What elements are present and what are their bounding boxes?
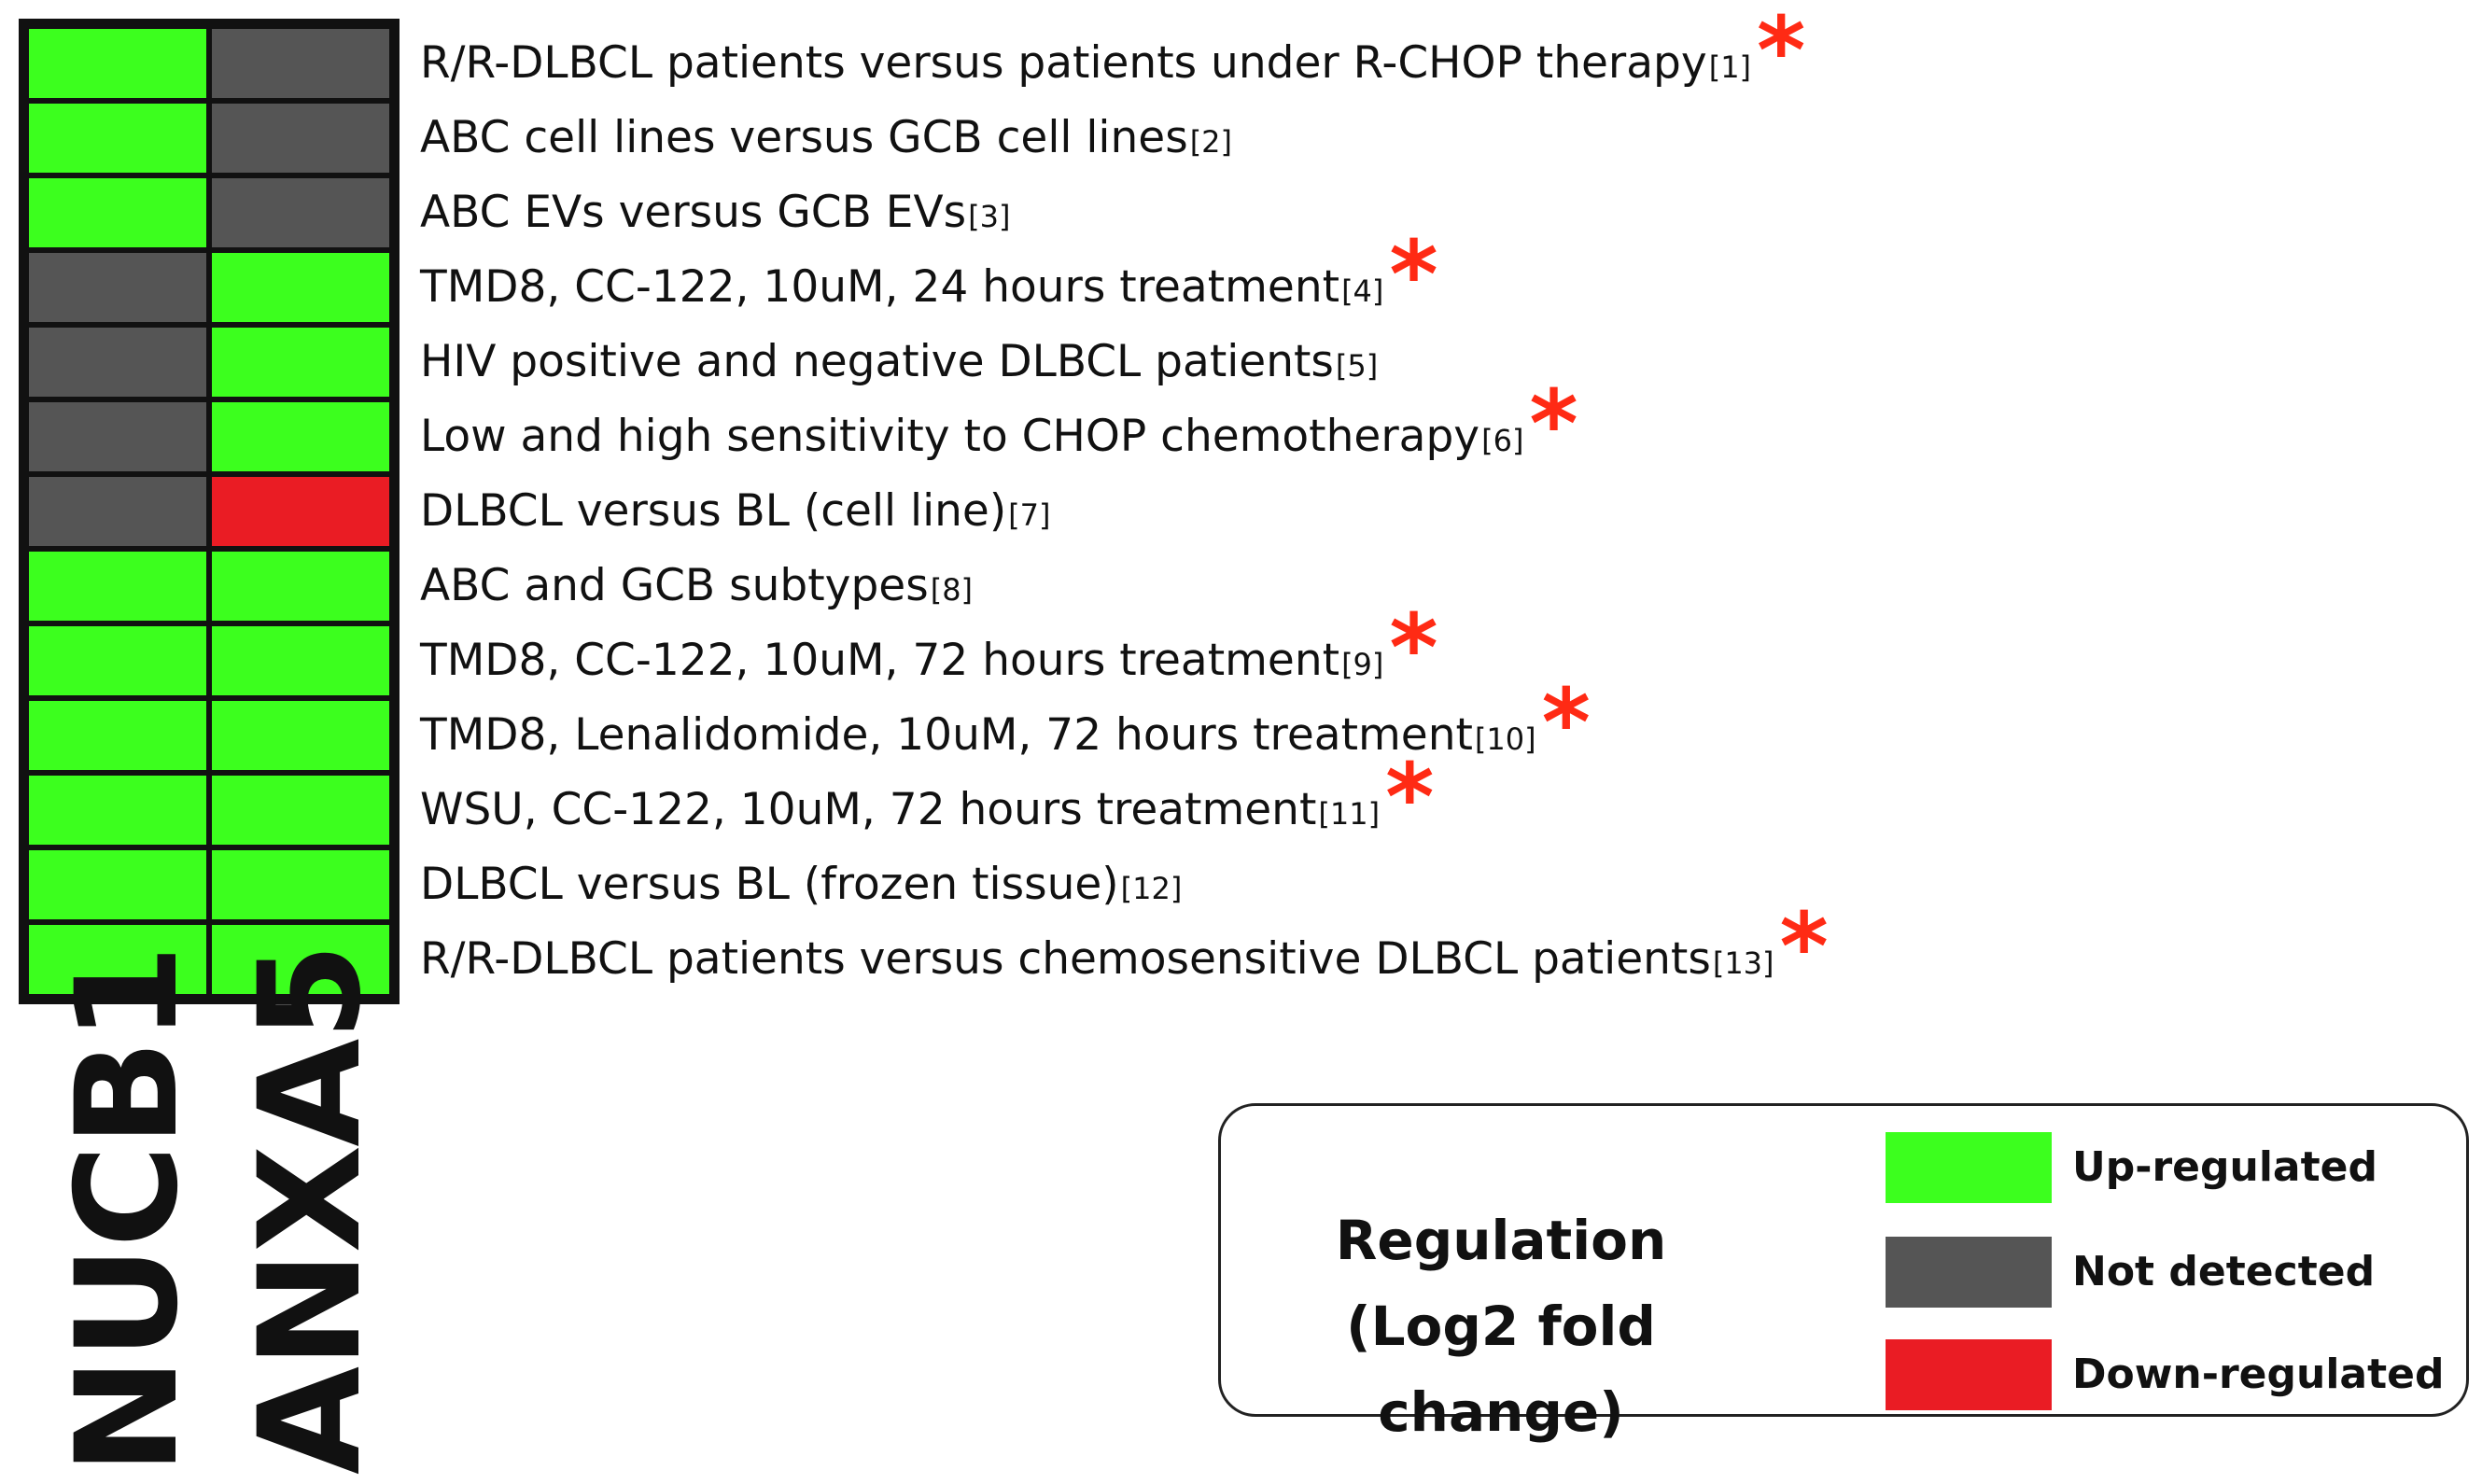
heatmap-cell-nucb1-4 — [29, 253, 206, 322]
condition-label: HIV positive and negative DLBCL patients… — [420, 325, 1378, 399]
legend-title-line1: Regulation — [1335, 1209, 1667, 1272]
condition-text: ABC cell lines versus GCB cell lines — [420, 112, 1188, 163]
condition-text: R/R-DLBCL patients versus patients under… — [420, 37, 1707, 89]
reference-label: [8] — [930, 572, 974, 608]
reference-label: [6] — [1481, 423, 1524, 458]
condition-label: DLBCL versus BL (cell line)[7] — [420, 474, 1051, 549]
significance-star-icon: * — [1541, 668, 1591, 777]
gene-label-nucb1: NUCB1 — [47, 945, 209, 1475]
heatmap-cell-nucb1-8 — [29, 552, 206, 621]
legend-title-line2: (Log2 fold change) — [1346, 1295, 1656, 1444]
heatmap-cell-anxa5-2 — [212, 104, 389, 173]
heatmap-cell-anxa5-3 — [212, 178, 389, 247]
condition-text: Low and high sensitivity to CHOP chemoth… — [420, 411, 1480, 462]
legend-swatch — [1886, 1339, 2052, 1410]
significance-star-icon: * — [1779, 892, 1829, 1001]
heatmap-cell-nucb1-11 — [29, 776, 206, 845]
condition-text: DLBCL versus BL (cell line) — [420, 485, 1007, 537]
significance-star-icon: * — [1389, 220, 1438, 329]
condition-label: TMD8, Lenalidomide, 10uM, 72 hours treat… — [420, 677, 1591, 773]
heatmap-cell-nucb1-5 — [29, 328, 206, 397]
heatmap-cell-nucb1-2 — [29, 104, 206, 173]
reference-label: [3] — [968, 199, 1011, 234]
heatmap-cell-anxa5-5 — [212, 328, 389, 397]
condition-label: DLBCL versus BL (frozen tissue)[12] — [420, 847, 1182, 922]
legend-swatch — [1886, 1237, 2052, 1308]
condition-text: ABC and GCB subtypes — [420, 560, 929, 611]
reference-label: [13] — [1712, 945, 1774, 981]
reference-label: [2] — [1189, 124, 1233, 160]
legend-label: Down-regulated — [2072, 1351, 2445, 1398]
condition-text: DLBCL versus BL (frozen tissue) — [420, 859, 1119, 910]
condition-label: ABC cell lines versus GCB cell lines[2] — [420, 101, 1232, 175]
heatmap-cell-anxa5-10 — [212, 701, 389, 770]
heatmap-grid — [19, 19, 400, 1004]
heatmap-cell-nucb1-7 — [29, 477, 206, 546]
heatmap-cell-nucb1-12 — [29, 850, 206, 919]
gene-label-anxa5: ANXA5 — [230, 945, 392, 1475]
condition-text: ABC EVs versus GCB EVs — [420, 187, 967, 238]
heatmap-cell-anxa5-7 — [212, 477, 389, 546]
condition-label: TMD8, CC-122, 10uM, 72 hours treatment[9… — [420, 602, 1438, 698]
reference-label: [9] — [1341, 647, 1384, 682]
condition-text: R/R-DLBCL patients versus chemosensitive… — [420, 933, 1711, 985]
condition-label: WSU, CC-122, 10uM, 72 hours treatment[11… — [420, 751, 1434, 847]
heatmap-cell-nucb1-1 — [29, 29, 206, 98]
heatmap-cell-nucb1-10 — [29, 701, 206, 770]
reference-label: [5] — [1335, 348, 1379, 384]
significance-star-icon: * — [1385, 743, 1435, 852]
condition-text: WSU, CC-122, 10uM, 72 hours treatment — [420, 784, 1317, 835]
reference-label: [11] — [1318, 796, 1381, 832]
legend-label: Up-regulated — [2072, 1143, 2377, 1191]
heatmap-cell-nucb1-13 — [29, 925, 206, 994]
reference-label: [1] — [1708, 49, 1752, 85]
heatmap-cell-nucb1-9 — [29, 626, 206, 695]
significance-star-icon: * — [1757, 0, 1806, 105]
significance-star-icon: * — [1529, 370, 1578, 479]
heatmap-cell-anxa5-4 — [212, 253, 389, 322]
legend-label: Not detected — [2072, 1248, 2376, 1295]
condition-label: ABC EVs versus GCB EVs[3] — [420, 175, 1010, 250]
condition-text: TMD8, CC-122, 10uM, 72 hours treatment — [420, 635, 1340, 686]
heatmap-cell-anxa5-6 — [212, 402, 389, 471]
condition-text: HIV positive and negative DLBCL patients — [420, 336, 1334, 387]
legend-swatch — [1886, 1132, 2052, 1203]
legend-title: Regulation (Log2 fold change) — [1240, 1197, 1762, 1455]
condition-label: TMD8, CC-122, 10uM, 24 hours treatment[4… — [420, 229, 1438, 325]
legend-box: Regulation (Log2 fold change) Up-regulat… — [1218, 1103, 2469, 1444]
heatmap-cell-anxa5-12 — [212, 850, 389, 919]
condition-label: R/R-DLBCL patients versus chemosensitive… — [420, 901, 1829, 997]
condition-text: TMD8, Lenalidomide, 10uM, 72 hours treat… — [420, 709, 1473, 761]
reference-label: [12] — [1120, 871, 1183, 906]
heatmap-cell-anxa5-8 — [212, 552, 389, 621]
heatmap-cell-anxa5-1 — [212, 29, 389, 98]
reference-label: [10] — [1474, 721, 1536, 757]
condition-label: ABC and GCB subtypes[8] — [420, 549, 973, 623]
significance-star-icon: * — [1389, 594, 1438, 703]
reference-label: [4] — [1341, 273, 1384, 309]
heatmap-cell-anxa5-11 — [212, 776, 389, 845]
heatmap-cell-anxa5-9 — [212, 626, 389, 695]
reference-label: [7] — [1008, 497, 1051, 533]
heatmap-cell-nucb1-3 — [29, 178, 206, 247]
heatmap-cell-anxa5-13 — [212, 925, 389, 994]
heatmap-cell-nucb1-6 — [29, 402, 206, 471]
condition-label: R/R-DLBCL patients versus patients under… — [420, 5, 1805, 101]
condition-text: TMD8, CC-122, 10uM, 24 hours treatment — [420, 261, 1340, 313]
condition-label: Low and high sensitivity to CHOP chemoth… — [420, 378, 1578, 474]
